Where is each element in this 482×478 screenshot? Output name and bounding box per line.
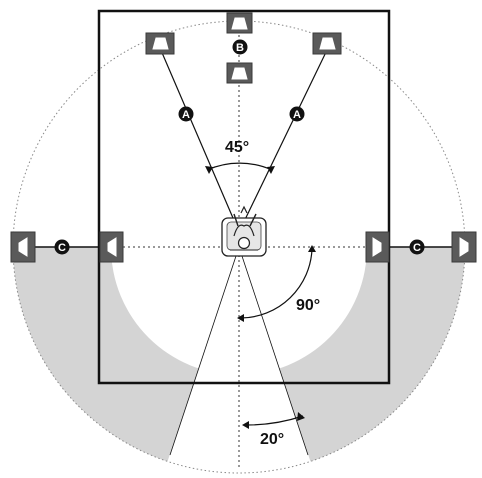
listener-chair-icon — [221, 205, 267, 257]
speaker-icon — [107, 237, 117, 257]
front-left-speaker — [145, 32, 175, 55]
surround-left-near-speaker — [99, 231, 124, 263]
speaker-icon — [152, 37, 169, 50]
front-right-speaker — [312, 32, 342, 55]
rear-gap-wedge — [162, 247, 316, 478]
center-speaker-top — [226, 12, 253, 34]
angle-label-20: 20° — [260, 431, 284, 448]
arc-arrow — [205, 166, 213, 174]
speaker-icon — [18, 237, 28, 257]
rear-placement-zone — [13, 247, 465, 473]
front-left-line — [159, 47, 240, 233]
badge-b: B — [232, 39, 248, 55]
front-right-line — [238, 47, 329, 233]
arc-arrow — [297, 412, 305, 421]
badge-c-left: C — [54, 239, 70, 255]
surround-right-far-speaker — [451, 231, 477, 263]
rear-edge-left — [169, 246, 240, 456]
arc-arrow — [242, 421, 249, 429]
arc-arrow — [308, 245, 316, 252]
svg-text:C: C — [58, 242, 66, 254]
speaker-icon — [319, 37, 336, 50]
room-outline — [97, 9, 391, 385]
svg-text:A: A — [182, 109, 190, 121]
badge-a-left: A — [178, 106, 194, 122]
svg-text:A: A — [293, 109, 301, 121]
rear-edge-right — [238, 246, 309, 456]
badge-c-right: C — [409, 239, 425, 255]
svg-text:B: B — [236, 42, 244, 54]
surround-right-near-speaker — [365, 231, 390, 263]
angle-label-90: 90° — [296, 297, 320, 314]
badge-a-right: A — [289, 106, 305, 122]
arc-arrow — [237, 314, 244, 322]
angle-arc-45 — [206, 162, 273, 171]
speaker-icon — [459, 237, 469, 257]
surround-left-far-speaker — [10, 231, 36, 263]
svg-text:C: C — [413, 242, 421, 254]
center-speaker-bottom — [226, 62, 253, 84]
speaker-icon — [231, 17, 248, 30]
speaker-icon — [231, 67, 248, 80]
speaker-icon — [372, 237, 382, 257]
arc-arrow — [267, 166, 275, 174]
angle-arc-90 — [240, 248, 313, 319]
angle-label-45: 45° — [225, 139, 249, 156]
